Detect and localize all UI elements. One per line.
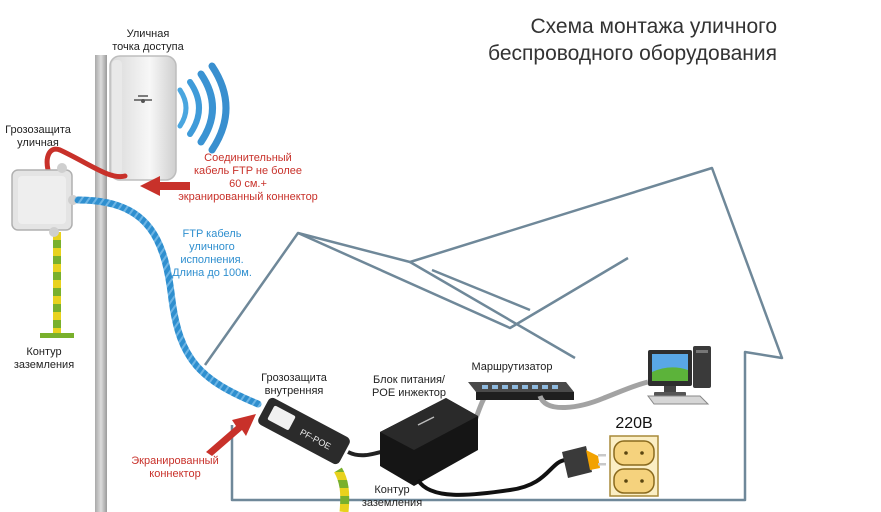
junction-box-icon	[11, 163, 78, 237]
router-icon	[468, 382, 574, 400]
outdoor-protector-label-line-1: Грозозащита	[5, 124, 71, 136]
power-outlet-icon	[609, 435, 659, 497]
ground-bottom-label-line-2: заземления	[361, 497, 423, 509]
ground-wire-bottom	[334, 467, 350, 512]
connection-cable-label-line-4: экранированный коннектор	[178, 191, 318, 203]
ground-bar-left	[40, 333, 74, 338]
ground-left-label: Контур заземления	[4, 346, 84, 372]
ground-bottom-label-line-1: Контур	[374, 484, 410, 496]
surge-protector-icon: PF-POE	[258, 397, 350, 465]
ftp-cable-label: FTP кабель уличного исполнения. Длина до…	[162, 228, 262, 280]
access-point-icon	[109, 55, 177, 181]
power-cable	[416, 458, 566, 497]
pole	[95, 55, 107, 512]
diagram-title-line-1: Схема монтажа уличного	[530, 15, 777, 38]
connection-cable	[44, 146, 128, 180]
shielded-connector-label-line-2: коннектор	[149, 468, 201, 480]
outdoor-protector-label-line-2: уличная	[17, 137, 59, 149]
diagram-title-line-2: беспроводного оборудования	[488, 42, 777, 65]
ftp-cable-label-line-3: исполнения.	[180, 254, 244, 266]
arrow-icon	[206, 414, 256, 456]
voltage-label: 220В	[615, 415, 653, 432]
arrow-icon	[140, 176, 190, 196]
indoor-protector-label: Грозозащита внутренняя	[252, 372, 336, 398]
ground-left-label-line-1: Контур	[26, 346, 62, 358]
indoor-protector-label-line-2: внутренняя	[264, 385, 324, 397]
ftp-cable-label-line-1: FTP кабель	[182, 228, 242, 240]
connection-cable-label-line-3: 60 см.+	[229, 178, 267, 190]
router-label: Маршрутизатор	[471, 361, 553, 373]
ground-wire-left	[53, 232, 61, 336]
connection-cable-label-line-2: кабель FTP не более	[193, 165, 303, 177]
poe-injector-label-line-1: Блок питания/	[373, 374, 445, 386]
ftp-cable-label-line-4: Длина до 100м.	[172, 267, 252, 279]
connection-cable-label-line-1: Соединительный	[204, 152, 292, 164]
wifi-signal-icon	[177, 62, 230, 154]
ground-bottom-label: Контур заземления	[352, 484, 432, 510]
poe-injector-icon	[380, 398, 478, 486]
computer-icon	[647, 346, 711, 405]
poe-injector-label-line-2: POE инжектор	[371, 387, 447, 399]
ftp-cable	[74, 196, 262, 408]
outdoor-protector-label: Грозозащита уличная	[2, 124, 74, 150]
house-outline	[203, 166, 784, 502]
shielded-connector-label-line-1: Экранированный	[131, 455, 219, 467]
poe-injector-label: Блок питания/ POE инжектор	[364, 374, 454, 400]
access-point-label-line-1: Уличная	[126, 28, 170, 40]
ground-left-label-line-2: заземления	[13, 359, 75, 371]
shielded-connector-label: Экранированный коннектор	[120, 455, 230, 481]
access-point-label-line-2: точка доступа	[112, 41, 184, 53]
connection-cable-label: Соединительный кабель FTP не более 60 см…	[168, 152, 328, 204]
ftp-cable-label-line-2: уличного	[189, 241, 235, 253]
power-plug-icon	[562, 446, 606, 478]
access-point-label: Уличная точка доступа	[108, 28, 188, 54]
indoor-protector-label-line-1: Грозозащита	[261, 372, 327, 384]
network-cable	[537, 379, 649, 411]
